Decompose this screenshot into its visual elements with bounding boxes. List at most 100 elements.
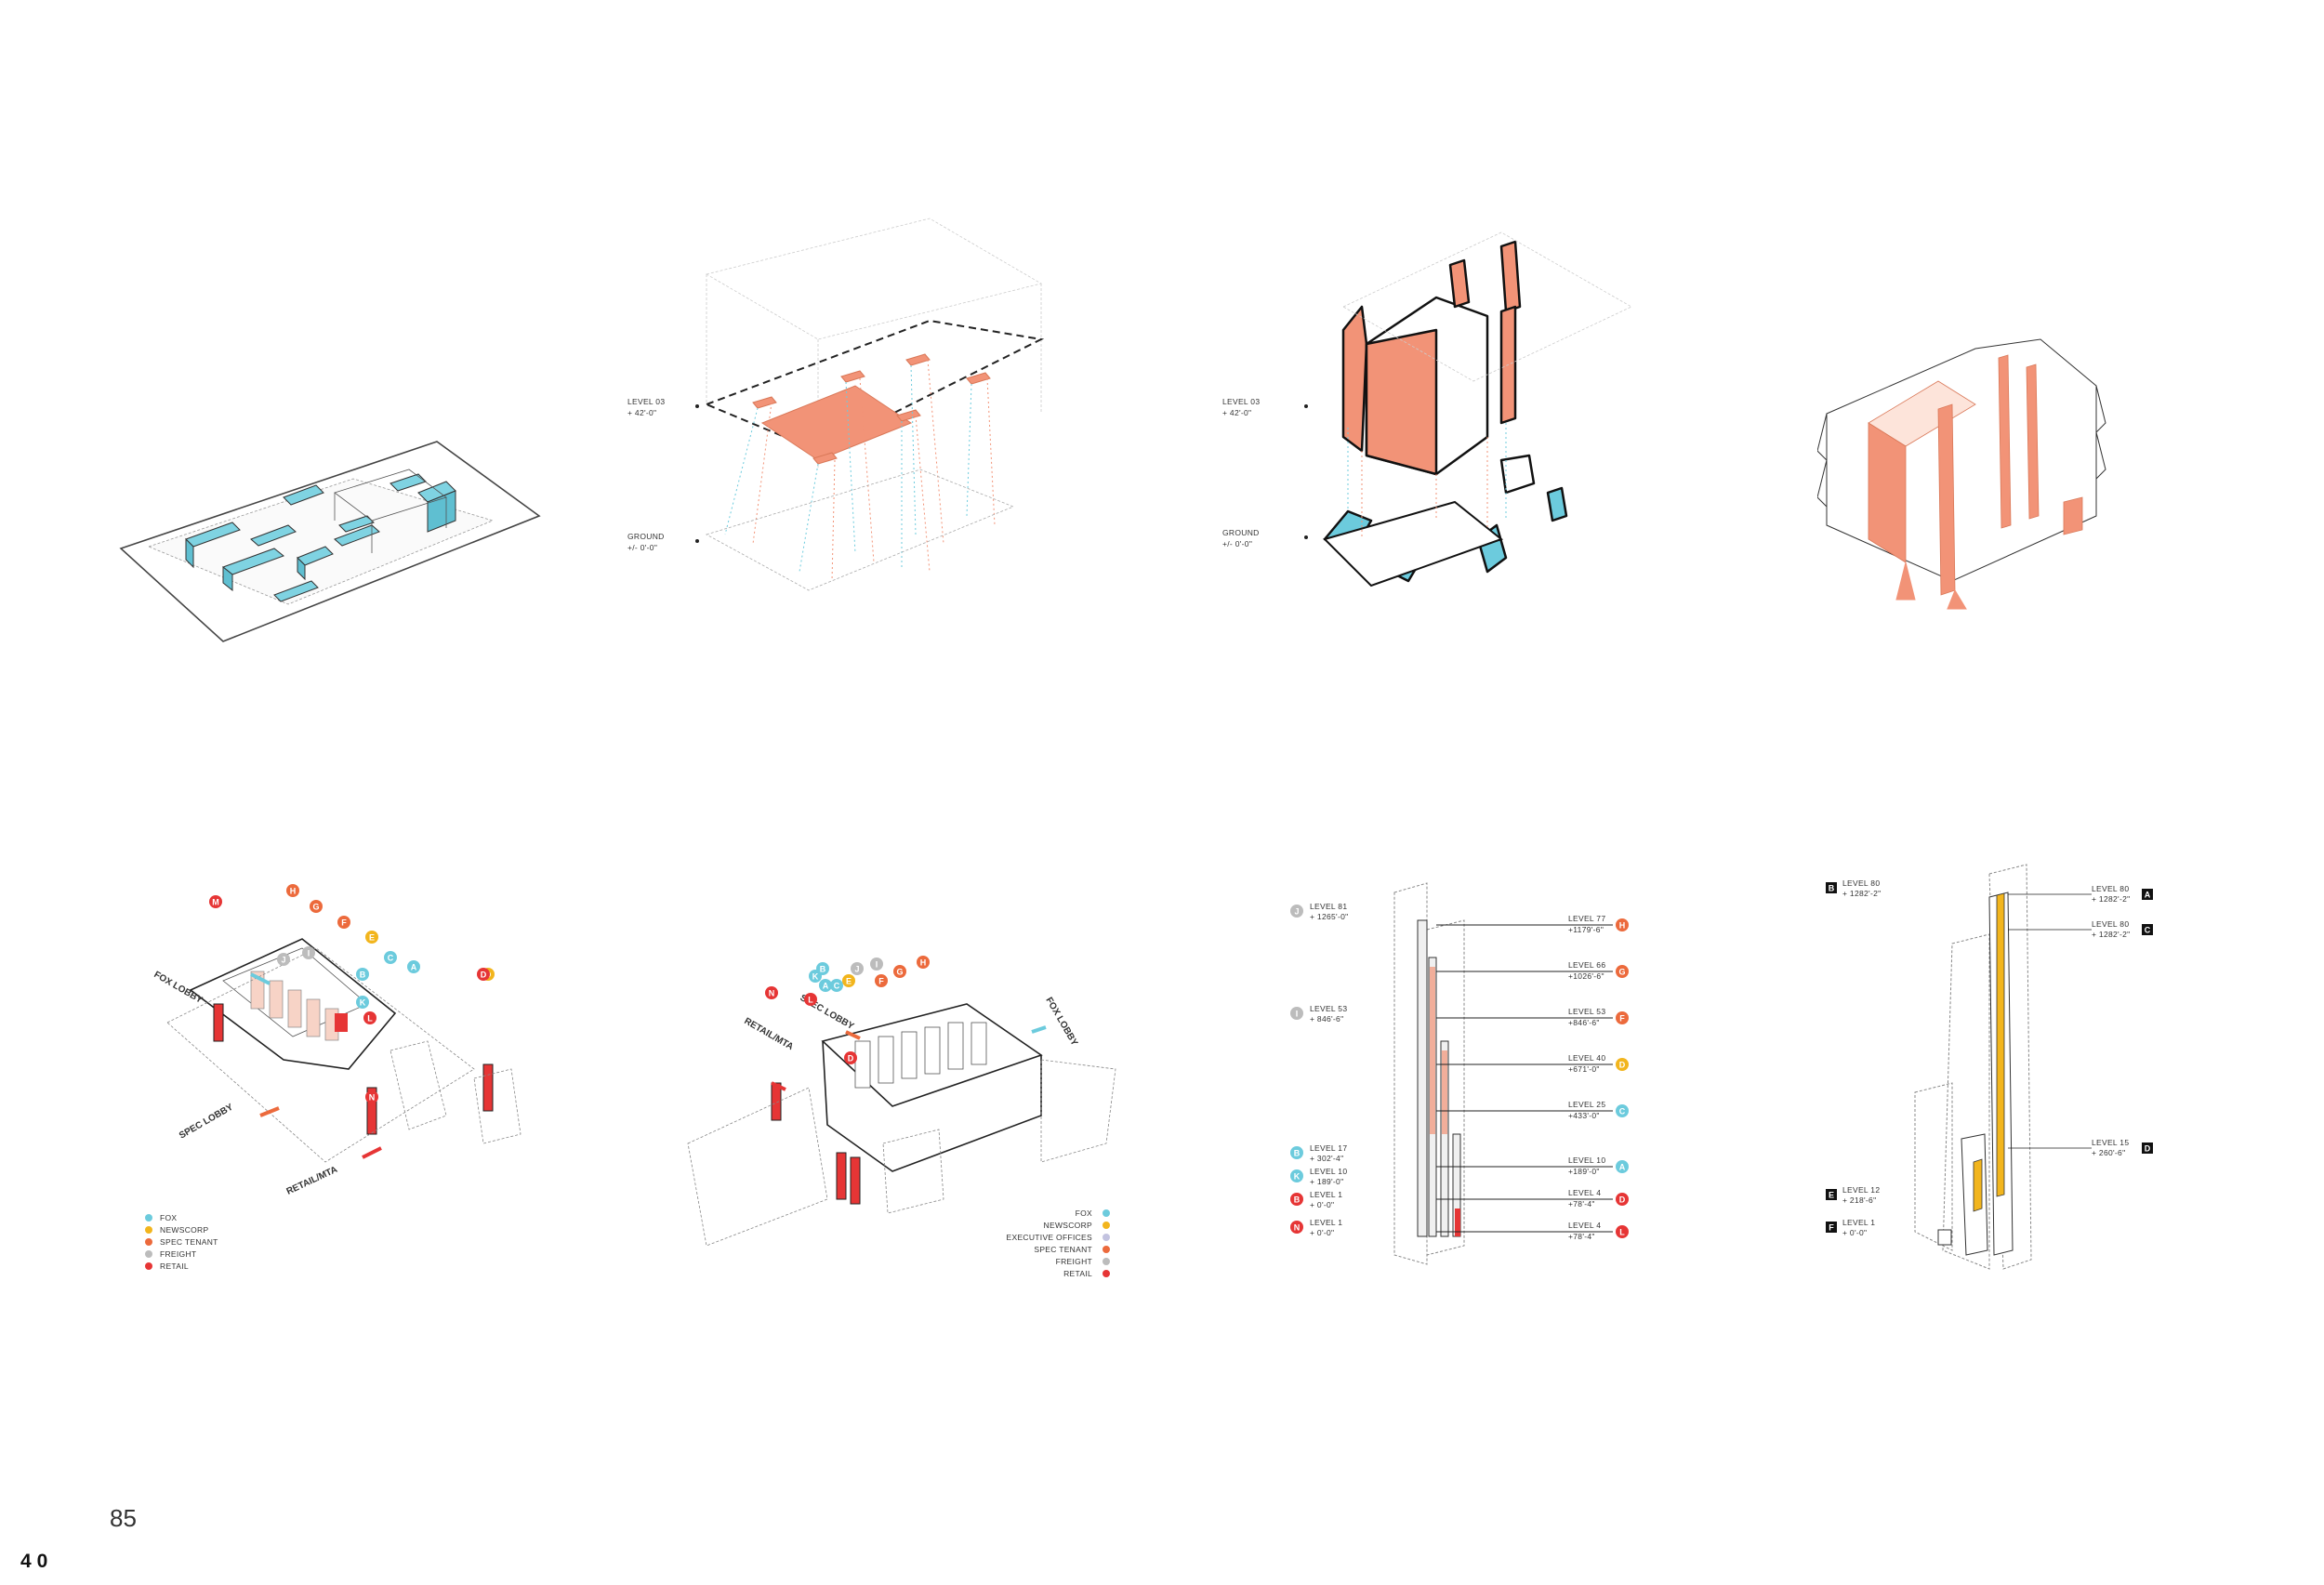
d7-right-level-0: LEVEL 77 [1568, 914, 1605, 923]
d8-right-elev-0: + 1282'-2" [2092, 894, 2130, 904]
d8-left-2-letter: F [1829, 1223, 1834, 1233]
diagram-4-structure [1817, 338, 2106, 610]
d8-left-level-2: LEVEL 1 [1842, 1218, 1875, 1227]
diagram-2-level-03: LEVEL 03 + 42'-0" GROUND +/- 0'-0" [623, 200, 1060, 637]
d7-right-elev-0: +1179'-6" [1568, 925, 1604, 934]
d3-level03-label: LEVEL 03 [1222, 397, 1260, 406]
diagram-5-lobby-axon: FOX LOBBY SPEC LOBBY RETAIL/MTA MHGFEDCA… [139, 865, 558, 1292]
d6-badge-5-circle [830, 979, 843, 992]
d6-badge-12-letter: D [848, 1054, 854, 1063]
d7-right-level-4: LEVEL 25 [1568, 1100, 1605, 1109]
d8-left-elev-1: + 218'-6" [1842, 1195, 1876, 1205]
d6-legend-dot-3 [1103, 1246, 1110, 1253]
d5-circle-badges: MHGFEDCAJIBKLND [209, 884, 495, 1103]
d6-badge-3-letter: B [820, 965, 826, 974]
d8-right-2-square [2142, 1143, 2153, 1154]
d2-ground-elev: +/- 0'-0" [627, 543, 657, 552]
d3-level03-elev: + 42'-0" [1222, 408, 1251, 417]
d7-right-3-circle [1616, 1058, 1629, 1071]
d8-right-level-1: LEVEL 80 [2092, 919, 2129, 929]
d7-right-level-3: LEVEL 40 [1568, 1053, 1605, 1063]
d5-badge-12-circle [363, 1011, 376, 1024]
d6-badge-0-circle [765, 986, 778, 999]
d7-right-elev-6: +78'-4" [1568, 1199, 1595, 1209]
d6-legend-dot-5 [1103, 1270, 1110, 1277]
d7-left-level-2: LEVEL 17 [1310, 1143, 1347, 1153]
d5-badge-14-letter: D [481, 971, 487, 980]
d8-right-1-letter: C [2145, 926, 2151, 935]
d8-left-1-letter: E [1829, 1191, 1834, 1200]
d5-badge-11-letter: K [360, 998, 366, 1008]
diagram-1-site-plan [119, 441, 541, 642]
d5-badge-14-circle [477, 968, 490, 981]
d6-legend-dot-2 [1103, 1234, 1110, 1241]
d6-badge-6-letter: E [846, 977, 852, 986]
d7-right-elev-3: +671'-0" [1568, 1064, 1600, 1074]
d7-right-7-circle [1616, 1225, 1629, 1238]
d5-badge-3-circle [337, 916, 350, 929]
d7-right-elev-1: +1026'-6" [1568, 971, 1604, 981]
d8-right-1-square [2142, 924, 2153, 935]
d5-badge-11-circle [356, 996, 369, 1009]
d7-right-4-letter: C [1619, 1107, 1626, 1116]
d5-badge-7-circle [407, 960, 420, 973]
d6-badge-8-circle [870, 958, 883, 971]
d5-legend-dot-2 [145, 1238, 152, 1246]
d7-right-1-circle [1616, 965, 1629, 978]
d5-legend-label-3: FREIGHT [160, 1249, 196, 1259]
d7-left-elev-2: + 302'-4" [1310, 1154, 1343, 1163]
d5-badge-4-letter: E [369, 933, 375, 943]
d6-badge-4-circle [819, 979, 832, 992]
d6-retail-mta: RETAIL/MTA [743, 1016, 796, 1052]
d7-right-2-circle [1616, 1011, 1629, 1024]
d8-left-0-letter: B [1829, 884, 1835, 893]
d8-left-1-square [1826, 1189, 1837, 1200]
d5-badge-7-letter: A [411, 963, 417, 972]
d6-legend-label-5: RETAIL [1063, 1269, 1092, 1278]
d8-right-elev-1: + 1282'-2" [2092, 930, 2130, 939]
d6-fox-lobby: FOX LOBBY [1043, 996, 1079, 1048]
d7-left-5-letter: N [1294, 1223, 1301, 1233]
d8-left-elev-0: + 1282'-2" [1842, 889, 1881, 898]
d7-right-0-letter: H [1619, 921, 1626, 931]
d8-left-2-square [1826, 1222, 1837, 1233]
d5-badge-4-circle [365, 931, 378, 944]
d7-right-elev-5: +189'-0" [1568, 1167, 1600, 1176]
d7-right-level-7: LEVEL 4 [1568, 1221, 1601, 1230]
d5-retail-mta: RETAIL/MTA [285, 1165, 339, 1197]
d7-right-6-circle [1616, 1193, 1629, 1206]
d8-right-level-0: LEVEL 80 [2092, 884, 2129, 893]
d5-badge-6-letter: C [388, 954, 394, 963]
d7-left-4-letter: B [1294, 1195, 1301, 1205]
d7-right-7-letter: L [1619, 1228, 1625, 1237]
d6-legend-label-3: SPEC TENANT [1034, 1245, 1092, 1254]
d6-badge-7-circle [851, 962, 864, 975]
d5-badge-3-letter: F [341, 918, 347, 928]
d7-left-0-circle [1290, 905, 1303, 918]
d6-legend-label-2: EXECUTIVE OFFICES [1007, 1233, 1093, 1242]
d7-right-1-letter: G [1618, 968, 1625, 977]
d7-right-2-letter: F [1619, 1014, 1625, 1024]
d7-left-level-4: LEVEL 1 [1310, 1190, 1342, 1199]
d6-badge-12-circle [844, 1051, 857, 1064]
d7-right-3-letter: D [1619, 1061, 1626, 1070]
d5-badge-1-letter: H [290, 887, 297, 896]
d6-badge-11-letter: H [920, 958, 927, 968]
d8-right-elev-2: + 260'-6" [2092, 1148, 2125, 1157]
d7-left-0-letter: J [1294, 907, 1299, 917]
d7-left-1-circle [1290, 1007, 1303, 1020]
d6-badge-11-circle [917, 956, 930, 969]
d7-right-5-circle [1616, 1160, 1629, 1173]
d5-legend-dot-4 [145, 1262, 152, 1270]
d5-badge-12-letter: L [367, 1014, 373, 1024]
d5-spec-lobby: SPEC LOBBY [178, 1102, 235, 1141]
d6-badge-6-circle [842, 974, 855, 987]
d5-legend-dot-3 [145, 1250, 152, 1258]
d7-left-5-circle [1290, 1221, 1303, 1234]
d6-badge-2-letter: K [812, 972, 819, 982]
d7-left-elev-3: + 189'-0" [1310, 1177, 1343, 1186]
d5-badge-2-circle [310, 900, 323, 913]
